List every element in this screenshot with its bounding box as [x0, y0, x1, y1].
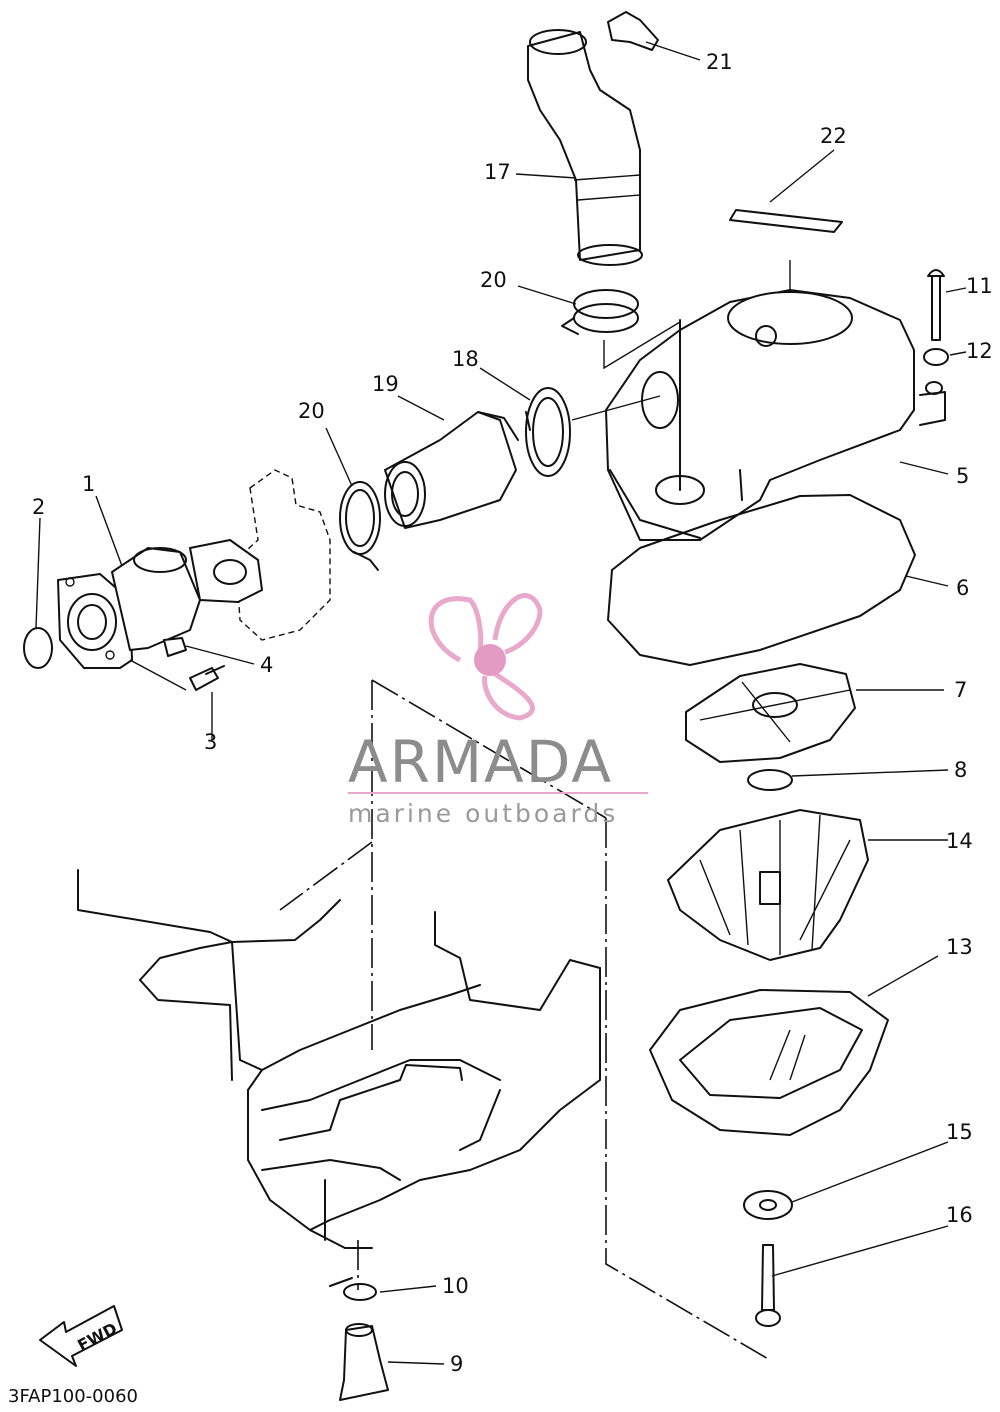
callout-2: 2 — [32, 495, 45, 519]
callout-16: 16 — [946, 1203, 973, 1227]
elbow-part-21 — [607, 11, 659, 51]
watermark: ARMADA marine outboards — [348, 593, 648, 828]
callout-13: 13 — [946, 935, 973, 959]
callout-22: 22 — [820, 124, 847, 148]
hose-part-17 — [527, 29, 643, 266]
forward-arrow-icon: FWD — [39, 1305, 123, 1367]
drain-part-9 — [339, 1323, 389, 1401]
leader-lines — [35, 41, 967, 1365]
callout-20-lower: 20 — [298, 399, 325, 423]
cage-part-14 — [667, 809, 869, 961]
washer-part-8 — [747, 769, 793, 791]
callout-18: 18 — [452, 347, 479, 371]
joint-part-19 — [384, 411, 519, 529]
grommet-part-15 — [743, 1190, 793, 1220]
case-part-5 — [605, 289, 946, 541]
clamp-part-18 — [525, 387, 571, 477]
callouts: 1 2 3 4 5 6 7 8 9 10 11 12 13 14 15 16 1… — [32, 50, 993, 1376]
callout-20-upper: 20 — [480, 268, 507, 292]
manifold-part-1 — [57, 547, 201, 669]
callout-14: 14 — [946, 829, 973, 853]
callout-1: 1 — [82, 472, 95, 496]
element-part-13 — [649, 989, 889, 1136]
bolt-part-11 — [927, 269, 945, 341]
callout-9: 9 — [450, 1352, 463, 1376]
gasket-part-6 — [607, 494, 916, 666]
brand-name: ARMADA — [348, 728, 613, 796]
callout-12: 12 — [966, 339, 993, 363]
clip-part-10 — [329, 1277, 377, 1301]
callout-7: 7 — [954, 678, 967, 702]
brand-tagline: marine outboards — [348, 799, 618, 828]
bolt-part-16 — [755, 1244, 781, 1327]
clamp-part-20-upper — [561, 289, 639, 335]
engine-block — [77, 869, 601, 1249]
grille-part-7 — [685, 663, 856, 763]
propeller-logo-icon — [428, 593, 543, 721]
carburetor — [189, 469, 331, 641]
callout-4: 4 — [260, 653, 273, 677]
callout-11: 11 — [966, 274, 993, 298]
label-part-22 — [729, 209, 843, 233]
callout-15: 15 — [946, 1120, 973, 1144]
callout-5: 5 — [956, 464, 969, 488]
clamp-part-20-lower — [339, 481, 381, 571]
callout-6: 6 — [956, 576, 969, 600]
o-ring-part-2 — [23, 627, 53, 669]
bolt-part-3 — [189, 665, 225, 691]
washer-part-12 — [923, 348, 949, 366]
callout-10: 10 — [442, 1274, 469, 1298]
engine-frame — [279, 679, 771, 1361]
callout-19: 19 — [372, 372, 399, 396]
callout-21: 21 — [706, 50, 733, 74]
callout-8: 8 — [954, 758, 967, 782]
nut-part-4 — [163, 637, 187, 657]
reference-code: 3FAP100-0060 — [8, 1386, 138, 1407]
callout-3: 3 — [204, 730, 217, 754]
callout-17: 17 — [484, 160, 511, 184]
